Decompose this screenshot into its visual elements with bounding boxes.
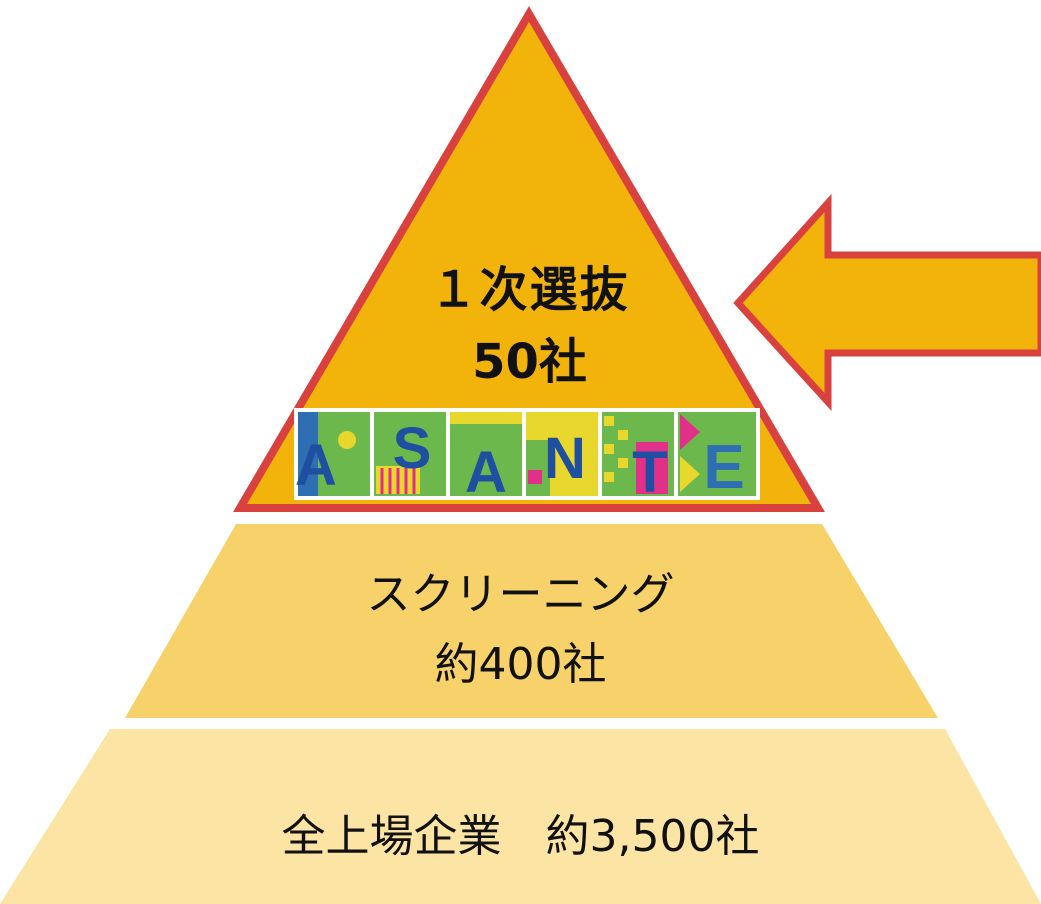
middle-tier-title: スクリーニング: [366, 569, 675, 620]
bottom-tier-label: 全上場企業 約3,500社: [281, 811, 760, 862]
svg-text:S: S: [393, 416, 432, 481]
asante-logo: A S A N: [294, 408, 760, 505]
svg-text:A: A: [295, 433, 337, 498]
svg-text:T: T: [632, 440, 667, 505]
svg-text:N: N: [544, 426, 586, 491]
top-tier-count: 50社: [472, 334, 587, 390]
top-tier-title: １次選抜: [429, 262, 630, 318]
middle-tier-count: 約400社: [434, 639, 607, 690]
svg-text:A: A: [465, 440, 507, 505]
tier-middle: [125, 524, 938, 718]
tier-bottom: [0, 729, 1041, 904]
svg-text:E: E: [703, 433, 744, 502]
arrow-left: [733, 193, 1041, 412]
tier-top: [233, 6, 825, 512]
